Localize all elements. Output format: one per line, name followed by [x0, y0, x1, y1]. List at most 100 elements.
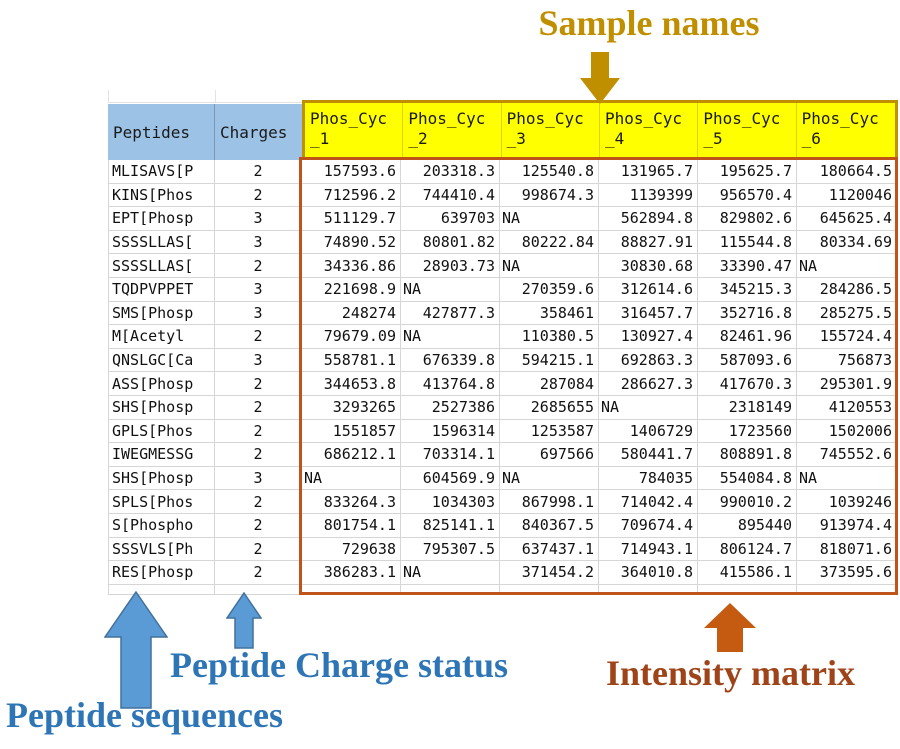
- charge-cell[interactable]: 2: [215, 183, 302, 208]
- peptide-cell[interactable]: IWEGMESSG: [108, 443, 215, 467]
- intensity-cell[interactable]: 2527386: [401, 395, 500, 420]
- intensity-cell[interactable]: 795307.5: [401, 537, 500, 562]
- charge-cell[interactable]: 2: [215, 254, 302, 278]
- charge-cell[interactable]: 3: [215, 466, 302, 491]
- intensity-cell[interactable]: [797, 584, 897, 595]
- intensity-cell[interactable]: 417670.3: [698, 372, 797, 396]
- intensity-cell[interactable]: NA: [797, 254, 897, 278]
- intensity-cell[interactable]: 316457.7: [599, 301, 698, 326]
- peptide-cell[interactable]: RES[Phosp: [108, 561, 215, 585]
- intensity-cell[interactable]: 712596.2: [302, 183, 401, 208]
- intensity-cell[interactable]: 110380.5: [500, 325, 599, 349]
- intensity-cell[interactable]: 833264.3: [302, 490, 401, 514]
- intensity-cell[interactable]: 248274: [302, 301, 401, 326]
- intensity-cell[interactable]: 714042.4: [599, 490, 698, 514]
- sample-column-header[interactable]: Phos_Cyc _5: [698, 103, 797, 157]
- intensity-cell[interactable]: 594215.1: [500, 348, 599, 373]
- intensity-cell[interactable]: 1253587: [500, 419, 599, 444]
- intensity-cell[interactable]: 2685655: [500, 395, 599, 420]
- intensity-cell[interactable]: 413764.8: [401, 372, 500, 396]
- intensity-cell[interactable]: 729638: [302, 537, 401, 562]
- intensity-cell[interactable]: 371454.2: [500, 561, 599, 585]
- peptide-cell[interactable]: M[Acetyl: [108, 325, 215, 349]
- intensity-cell[interactable]: [698, 584, 797, 595]
- peptide-cell[interactable]: SMS[Phosp: [108, 301, 215, 326]
- intensity-cell[interactable]: 295301.9: [797, 372, 897, 396]
- peptide-cell[interactable]: SHS[Phosp: [108, 395, 215, 420]
- peptides-column-header[interactable]: Peptides: [108, 104, 215, 160]
- intensity-cell[interactable]: 1551857: [302, 419, 401, 444]
- intensity-cell[interactable]: 756873: [797, 348, 897, 373]
- intensity-cell[interactable]: [302, 584, 401, 595]
- intensity-cell[interactable]: 686212.1: [302, 443, 401, 467]
- intensity-cell[interactable]: 130927.4: [599, 325, 698, 349]
- intensity-cell[interactable]: 352716.8: [698, 301, 797, 326]
- intensity-cell[interactable]: 1502006: [797, 419, 897, 444]
- charge-cell[interactable]: 2: [215, 372, 302, 396]
- intensity-cell[interactable]: 80334.69: [797, 230, 897, 255]
- intensity-cell[interactable]: 639703: [401, 207, 500, 231]
- intensity-cell[interactable]: 703314.1: [401, 443, 500, 467]
- intensity-cell[interactable]: 180664.5: [797, 160, 897, 184]
- intensity-cell[interactable]: 990010.2: [698, 490, 797, 514]
- charge-cell[interactable]: 2: [215, 537, 302, 562]
- sample-column-header[interactable]: Phos_Cyc _2: [403, 103, 502, 157]
- intensity-cell[interactable]: NA: [401, 277, 500, 302]
- intensity-cell[interactable]: 511129.7: [302, 207, 401, 231]
- intensity-cell[interactable]: 82461.96: [698, 325, 797, 349]
- charge-cell[interactable]: 3: [215, 301, 302, 326]
- intensity-cell[interactable]: 637437.1: [500, 537, 599, 562]
- intensity-cell[interactable]: 895440: [698, 513, 797, 538]
- sample-column-header[interactable]: Phos_Cyc _3: [502, 103, 600, 157]
- sample-column-header[interactable]: Phos_Cyc _1: [305, 103, 404, 157]
- intensity-cell[interactable]: 692863.3: [599, 348, 698, 373]
- intensity-cell[interactable]: 344653.8: [302, 372, 401, 396]
- charge-cell[interactable]: 2: [215, 490, 302, 514]
- intensity-cell[interactable]: 386283.1: [302, 561, 401, 585]
- intensity-cell[interactable]: 157593.6: [302, 160, 401, 184]
- peptide-cell[interactable]: QNSLGC[Ca: [108, 348, 215, 373]
- intensity-cell[interactable]: 364010.8: [599, 561, 698, 585]
- intensity-cell[interactable]: 867998.1: [500, 490, 599, 514]
- intensity-cell[interactable]: 558781.1: [302, 348, 401, 373]
- intensity-cell[interactable]: 818071.6: [797, 537, 897, 562]
- intensity-cell[interactable]: 312614.6: [599, 277, 698, 302]
- peptide-cell[interactable]: MLISAVS[P: [108, 160, 215, 184]
- intensity-cell[interactable]: 806124.7: [698, 537, 797, 562]
- peptide-cell[interactable]: SSSVLS[Ph: [108, 537, 215, 562]
- charge-cell[interactable]: 2: [215, 443, 302, 467]
- intensity-cell[interactable]: 998674.3: [500, 183, 599, 208]
- intensity-cell[interactable]: 784035: [599, 466, 698, 491]
- charges-column-header[interactable]: Charges: [220, 122, 288, 142]
- intensity-cell[interactable]: 74890.52: [302, 230, 401, 255]
- charge-cell[interactable]: 2: [215, 395, 302, 420]
- intensity-cell[interactable]: 270359.6: [500, 277, 599, 302]
- intensity-cell[interactable]: 125540.8: [500, 160, 599, 184]
- peptide-cell[interactable]: KINS[Phos: [108, 183, 215, 208]
- intensity-cell[interactable]: 415586.1: [698, 561, 797, 585]
- intensity-cell[interactable]: 2318149: [698, 395, 797, 420]
- intensity-cell[interactable]: 829802.6: [698, 207, 797, 231]
- peptide-cell[interactable]: TQDPVPPET: [108, 277, 215, 302]
- peptide-cell[interactable]: SPLS[Phos: [108, 490, 215, 514]
- charge-cell[interactable]: 3: [215, 230, 302, 255]
- intensity-cell[interactable]: 604569.9: [401, 466, 500, 491]
- intensity-cell[interactable]: 1039246: [797, 490, 897, 514]
- intensity-cell[interactable]: 284286.5: [797, 277, 897, 302]
- intensity-cell[interactable]: 287084: [500, 372, 599, 396]
- intensity-cell[interactable]: 825141.1: [401, 513, 500, 538]
- charge-cell[interactable]: 2: [215, 561, 302, 585]
- intensity-cell[interactable]: NA: [500, 207, 599, 231]
- intensity-cell[interactable]: 221698.9: [302, 277, 401, 302]
- intensity-cell[interactable]: 34336.86: [302, 254, 401, 278]
- intensity-cell[interactable]: 345215.3: [698, 277, 797, 302]
- peptide-cell[interactable]: S[Phospho: [108, 513, 215, 538]
- intensity-cell[interactable]: 195625.7: [698, 160, 797, 184]
- intensity-cell[interactable]: 79679.09: [302, 325, 401, 349]
- peptide-cell[interactable]: ASS[Phosp: [108, 372, 215, 396]
- intensity-cell[interactable]: 80801.82: [401, 230, 500, 255]
- intensity-cell[interactable]: 1034303: [401, 490, 500, 514]
- intensity-cell[interactable]: 745552.6: [797, 443, 897, 467]
- intensity-cell[interactable]: 554084.8: [698, 466, 797, 491]
- intensity-cell[interactable]: 155724.4: [797, 325, 897, 349]
